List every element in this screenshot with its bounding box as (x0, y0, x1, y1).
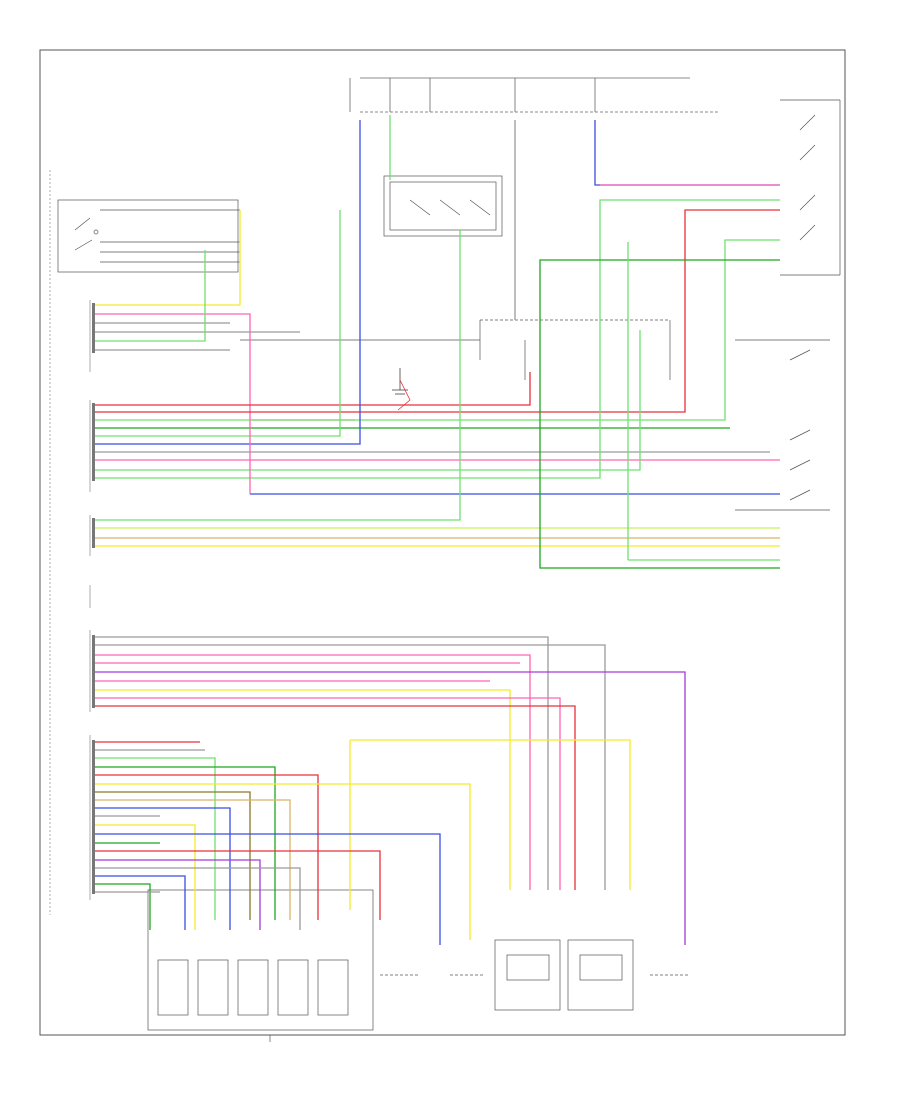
diagram-border (39, 49, 846, 1036)
top-power-bus (349, 77, 720, 113)
connector-pins (92, 303, 95, 894)
main-relay (383, 175, 503, 237)
throttle-position-sensor (494, 939, 561, 1011)
central-junction (240, 319, 671, 380)
ground-symbol (392, 368, 411, 411)
transmission-range-switch (780, 99, 841, 276)
overdrive-switch (735, 339, 830, 511)
wire-bundle (95, 115, 780, 945)
ecm-connector-strip (49, 170, 91, 915)
speed-sensors (269, 974, 690, 1042)
accelerator-pedal-sensor (567, 939, 634, 1011)
ignition-switch (57, 199, 240, 273)
